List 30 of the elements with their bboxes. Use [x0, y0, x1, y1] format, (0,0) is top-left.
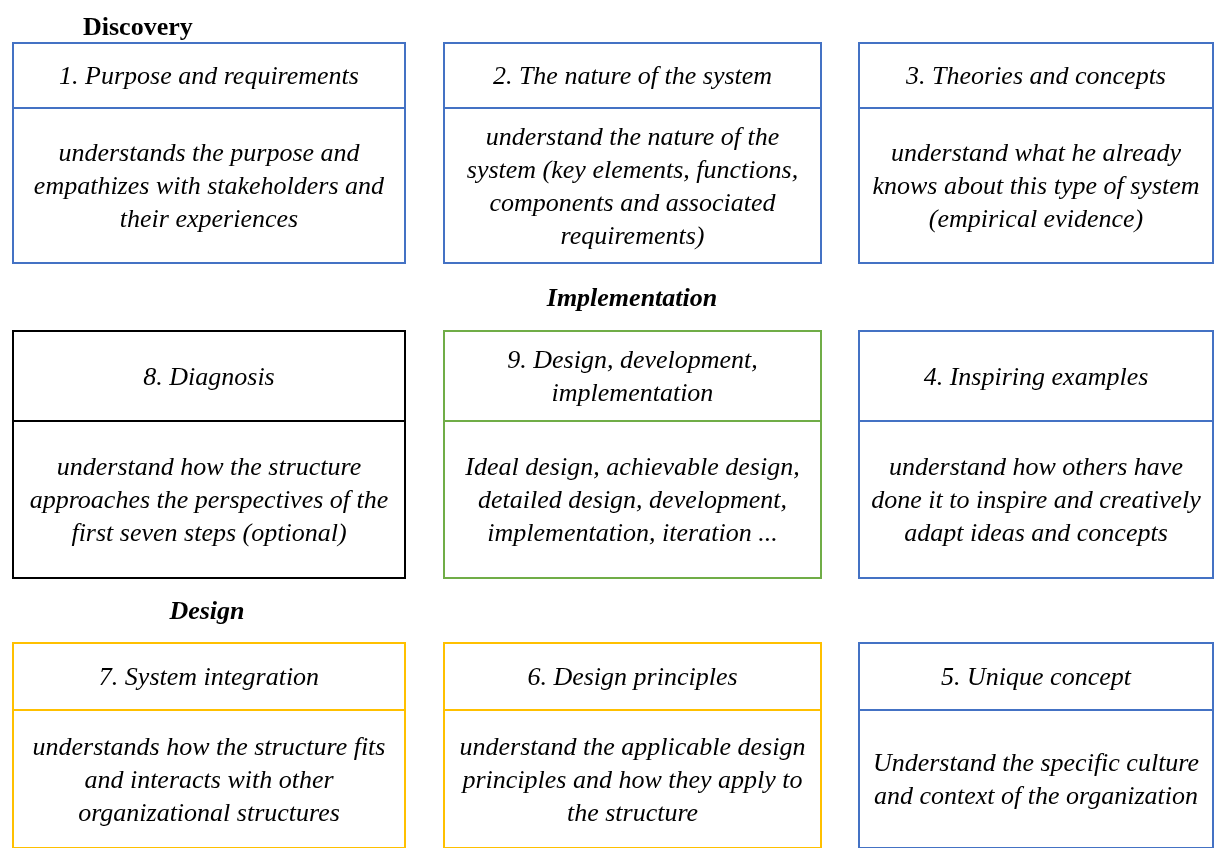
step-card: [858, 642, 1214, 848]
step-card: [12, 642, 406, 848]
step-title: 3. Theories and concepts: [906, 60, 1166, 92]
step-title: 5. Unique concept: [941, 661, 1131, 693]
step-description: Ideal design, achievable design, detailed design, development, implementation, iteration ...: [464, 451, 801, 549]
step-description: understands the purpose and empathizes with stakeholders and their experiences: [32, 137, 386, 235]
section-heading: Implementation: [546, 283, 718, 313]
section-heading: Discovery: [83, 12, 193, 42]
step-description: understand how the structure approaches the perspectives of the first seven steps (optional): [28, 451, 390, 549]
step-card: [858, 330, 1214, 579]
step-description: understand how others have done it to inspire and creatively adapt ideas and concepts: [870, 451, 1202, 549]
step-title: 1. Purpose and requirements: [59, 60, 359, 92]
step-title: 4. Inspiring examples: [923, 360, 1149, 393]
step-card: [443, 330, 822, 579]
step-description: Understand the specific culture and context of the organization: [871, 747, 1201, 812]
section-heading: Design: [169, 596, 245, 626]
step-card: [443, 642, 822, 848]
step-title: 7. System integration: [98, 661, 320, 693]
step-title: 8. Diagnosis: [143, 360, 275, 393]
step-description: understand what he already knows about this type of system (empirical evidence): [871, 137, 1201, 235]
step-description: understand the applicable design principles and how they apply to the structure: [458, 730, 807, 829]
step-card: [443, 42, 822, 264]
step-title: 9. Design, development, implementation: [506, 344, 759, 409]
step-title: 6. Design principles: [527, 661, 738, 693]
step-card: [858, 42, 1214, 264]
step-title: 2. The nature of the system: [492, 60, 773, 92]
step-description: understands how the structure fits and interacts with other organizational structures: [31, 730, 387, 829]
step-description: understand the nature of the system (key elements, functions, components and associated requirements): [465, 120, 800, 252]
step-card: [12, 42, 406, 264]
step-card: [12, 330, 406, 579]
